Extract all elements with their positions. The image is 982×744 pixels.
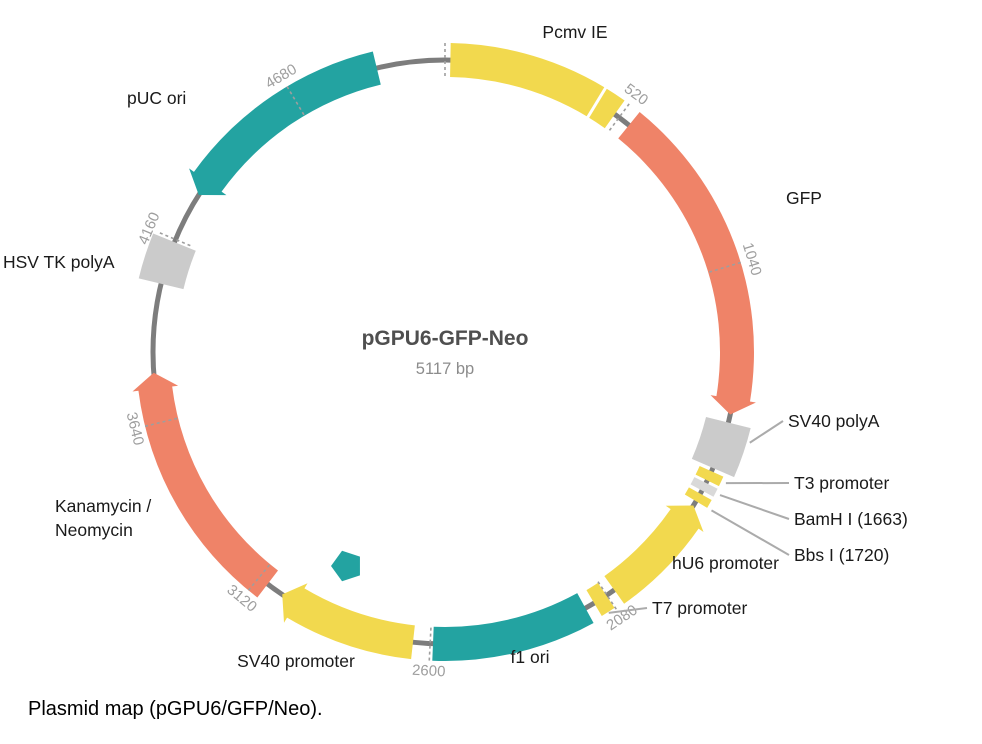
feature-sv40-polya: [691, 417, 751, 478]
bbsi-label: Bbs I (1720): [794, 545, 889, 565]
hsv-tk-polya-label: HSV TK polyA: [3, 252, 115, 272]
feature-f1-ori: [432, 593, 594, 662]
bamhi-label: BamH I (1663): [794, 509, 908, 529]
tick-label: 520: [621, 80, 651, 109]
feature-hsv-tk-polya: [138, 233, 196, 290]
feature-bbsi-site-block: [684, 487, 712, 508]
bamhi-label-leader: [719, 494, 790, 520]
t7-promoter-label-leader: [608, 607, 648, 614]
kan-neo-label-line2: Neomycin: [55, 520, 133, 540]
tick-label: 2600: [412, 662, 446, 681]
kan-neo-label-line1: Kanamycin /: [55, 496, 151, 516]
feature-t3-promoter: [695, 465, 724, 487]
feature-sv40-promoter: [282, 583, 415, 660]
gfp-label: GFP: [786, 188, 822, 208]
feature-gfp: [618, 112, 756, 415]
pentagon-decoration: [331, 550, 360, 582]
t7-promoter-label: T7 promoter: [652, 598, 747, 618]
f1-ori-label: f1 ori: [511, 647, 550, 667]
bbsi-label-leader: [710, 509, 790, 556]
plasmid-name: pGPU6-GFP-Neo: [362, 327, 529, 350]
feature-divider: [586, 86, 608, 119]
feature-t7-promoter: [586, 582, 615, 616]
feature-puc-ori: [189, 51, 381, 196]
feature-kan-neo: [132, 372, 278, 598]
plasmid-size: 5117 bp: [416, 360, 474, 378]
sv40-promoter-label: SV40 promoter: [237, 651, 355, 671]
feature-hu6-promoter: [604, 505, 704, 604]
feature-pcmv-ie: [450, 43, 625, 129]
figure-caption: Plasmid map (pGPU6/GFP/Neo).: [28, 698, 323, 720]
feature-bamhi-site-block: [690, 477, 718, 497]
sv40-polya-label-leader: [749, 420, 784, 444]
hu6-promoter-label: hU6 promoter: [672, 553, 779, 573]
puc-ori-label: pUC ori: [127, 88, 186, 108]
pcmv-ie-label: Pcmv IE: [542, 22, 607, 42]
sv40-polya-label: SV40 polyA: [788, 411, 880, 431]
t3-promoter-label: T3 promoter: [794, 473, 889, 493]
